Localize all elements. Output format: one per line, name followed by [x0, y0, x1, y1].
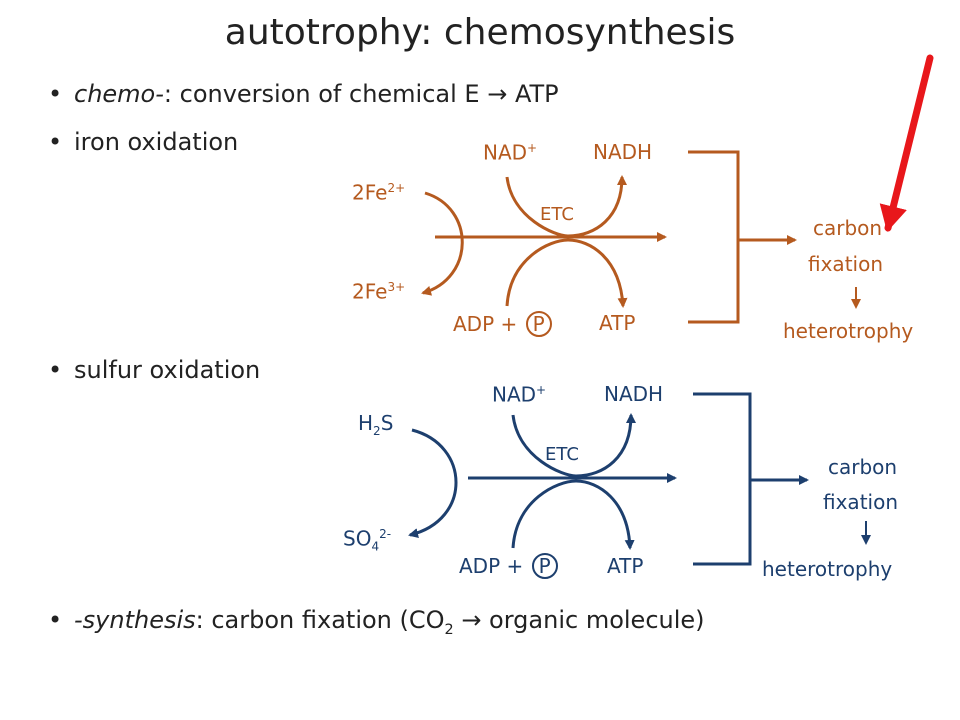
page-title: autotrophy: chemosynthesis — [224, 12, 736, 53]
iron-phosphate-circle: P — [525, 311, 552, 337]
iron-fe-arc — [421, 191, 464, 296]
bullet-sulfur-oxidation: •sulfur oxidation — [48, 356, 261, 384]
iron-carbon-label: carbon — [813, 216, 883, 240]
iron-nadh-label: NADH — [593, 140, 653, 164]
chemo-definition: : conversion of chemical E → ATP — [163, 80, 559, 108]
sulfur-atp-label: ATP — [607, 554, 644, 578]
chemo-term: chemo- — [74, 80, 164, 108]
iron-fixation-label: fixation — [808, 252, 883, 276]
iron-nad-label: NAD+ — [483, 140, 538, 165]
sulfur-carbon-label: carbon — [828, 455, 898, 479]
sulfur-phosphate-circle: P — [531, 553, 558, 579]
co2-subscript: 2 — [444, 621, 454, 638]
sulfur-nad-arc — [511, 413, 636, 478]
sulfur-adp-label: ADP + P — [459, 553, 558, 579]
sulfur-bracket — [693, 392, 752, 566]
bullet-chemo: •chemo-: conversion of chemical E → ATP — [48, 80, 559, 108]
iron-oxidation-label: iron oxidation — [74, 128, 239, 156]
sulfur-h2s-arc — [408, 428, 458, 538]
iron-fe3-label: 2Fe3+ — [352, 279, 406, 304]
sulfur-heterotrophy-label: heterotrophy — [762, 557, 893, 581]
sulfur-nad-label: NAD+ — [492, 382, 547, 407]
sulfur-fixation-label: fixation — [823, 490, 898, 514]
synthesis-term: -synthesis — [74, 606, 196, 634]
iron-etc-label: ETC — [540, 204, 574, 225]
sulfur-oxidation-label: sulfur oxidation — [74, 356, 261, 384]
sulfur-nadh-label: NADH — [604, 382, 664, 406]
iron-bracket — [688, 150, 740, 324]
synthesis-definition-a: : carbon fixation (CO — [195, 606, 445, 634]
iron-atp-arc — [505, 238, 628, 308]
iron-atp-label: ATP — [599, 311, 636, 335]
sulfur-atp-arc — [511, 479, 635, 550]
iron-fe2-label: 2Fe2+ — [352, 180, 406, 205]
iron-heterotrophy-label: heterotrophy — [783, 319, 914, 343]
iron-nad-arc — [505, 175, 627, 238]
iron-pathway — [421, 150, 861, 324]
sulfur-so4-label: SO42- — [343, 526, 392, 554]
iron-adp-label: ADP + P — [453, 311, 552, 337]
sulfur-etc-label: ETC — [545, 444, 579, 465]
synthesis-definition-b: → organic molecule) — [453, 606, 705, 634]
bullet-synthesis: •-synthesis: carbon fixation (CO2 → orga… — [48, 606, 705, 638]
bullet-iron-oxidation: •iron oxidation — [48, 128, 239, 156]
sulfur-h2s-label: H2S — [358, 411, 394, 438]
sulfur-pathway — [408, 392, 871, 566]
red-pointer-arrow — [879, 54, 934, 232]
